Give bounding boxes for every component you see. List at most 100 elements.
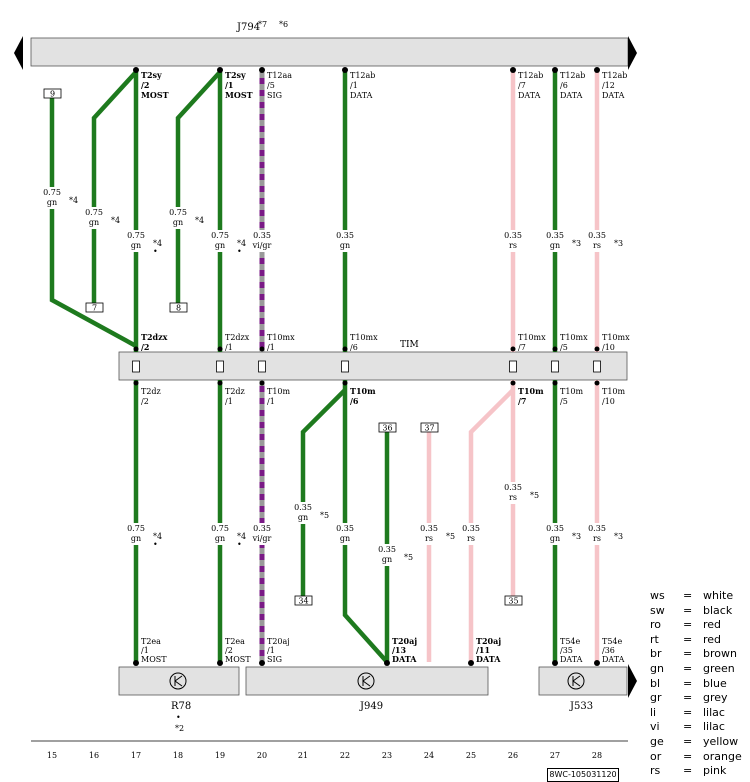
tim-bar [118,351,628,381]
pin-dot [594,67,600,73]
pin-dot [552,380,558,386]
bottom-pin-signal: DATA [392,654,417,664]
legend-code: sw [650,603,665,617]
pin-dot [342,380,348,386]
wire-18 [175,70,222,303]
pin-dot [594,346,600,352]
column-number-22: 22 [340,751,350,760]
wire-note: *4 [69,196,78,205]
pin-dot [133,67,139,73]
wire-note: *5 [320,511,329,520]
top-pin-number: /1 [225,80,234,90]
tim-top-pin: /6 [350,343,358,352]
tim-pin-square [258,360,266,373]
legend-row: gn=green [650,662,750,677]
legend-code: gr [650,691,662,705]
wire-size-label: 0.35 [588,524,606,533]
wire-note: *5 [530,491,539,500]
terminal-box-7 [85,302,104,313]
wire-note: *5 [446,532,455,541]
wire-note: *3 [614,532,623,541]
bottom-pin-number: /2 [225,646,233,655]
wire-note: *4 [237,239,246,248]
bottom-pin-number: /1 [141,646,149,655]
wire-size-label: 0.35 [546,524,564,533]
wire-size-label: 0.75 [43,188,61,197]
wire-size-label: 0.35 [253,231,271,240]
wire-color-label: vi/gr [252,241,272,250]
legend-name: white [703,589,734,602]
tim-pin-square [509,360,517,373]
page-next-arrow-bottom[interactable] [628,664,637,698]
bottom-pin-signal: DATA [476,654,501,664]
wire-size-label: 0.75 [127,524,145,533]
legend-row: sw=black [650,604,750,619]
wire-label-bg [127,523,145,545]
wire-label-bg [211,230,229,252]
tim-top-pin: /1 [267,343,275,352]
column-number-28: 28 [592,751,602,760]
wire-color-label: gn [550,534,560,543]
wire-color-label: gn [131,534,141,543]
legend-equals: = [683,705,693,719]
wire-note: *4 [153,239,162,248]
legend-code: rt [650,632,659,646]
pin-dot [133,346,139,352]
legend-equals: = [683,661,693,675]
legend-equals: = [683,734,693,748]
wire-label-bg [588,230,606,252]
wire-label-bg [504,230,522,252]
legend-name: yellow [703,734,739,748]
wire-note: *3 [572,532,581,541]
pin-dot [552,346,558,352]
terminal-box-36 [378,422,397,433]
r78-note-bullet: • [176,713,181,722]
wire-color-label: gn [215,534,225,543]
tim-top-pin: /1 [225,343,233,352]
top-pin-signal: DATA [518,91,541,100]
wire-color-label: gn [298,513,308,522]
wire-color-label: rs [425,534,433,543]
top-pin-signal: DATA [350,91,373,100]
legend-row: vi=lilac [650,720,750,735]
wire-label-bg [169,207,187,229]
wire-note-bullet: • [153,540,158,549]
wire-color-label: rs [593,241,601,250]
legend-code: vi [650,720,660,734]
wire-size-label: 0.35 [588,231,606,240]
wire-label-bg [462,523,480,545]
legend-row: br=brown [650,647,750,662]
tim-top-connector: T10mx [560,333,588,342]
legend-row: or=orange [650,750,750,765]
wire-size-label: 0.35 [253,524,271,533]
wire-color-label: rs [509,493,517,502]
legend-name: lilac [703,705,725,719]
pin-dot [133,380,139,386]
pin-dot [552,660,558,666]
wire-size-label: 0.75 [211,524,229,533]
wire-size-label: 0.35 [504,231,522,240]
wire-note: *4 [237,532,246,541]
top-pin-number: /7 [518,81,526,90]
page-next-arrow[interactable] [628,36,637,70]
r78-bar [118,666,240,696]
top-pin-connector: T12ab [602,71,627,80]
wire-label-bg [43,187,61,209]
legend-row: li=lilac [650,706,750,721]
pin-dot [342,67,348,73]
wire-color-label: gn [340,241,350,250]
tim-bottom-pin: /6 [350,396,359,406]
wire-size-label: 0.35 [546,231,564,240]
wire-label-bg [546,523,564,545]
bottom-pin-number: /36 [602,646,615,655]
tim-top-connector: T10mx [267,333,295,342]
terminal-box-34 [294,595,313,606]
legend-code: gn [650,661,664,675]
legend-row: ws=white [650,589,750,604]
tim-bottom-pin: /1 [225,397,233,406]
bottom-pin-signal: DATA [602,655,625,664]
wire-22-bot [342,380,389,664]
column-number-25: 25 [466,751,476,760]
tim-pin-square [593,360,601,373]
page-prev-arrow[interactable] [14,36,23,70]
